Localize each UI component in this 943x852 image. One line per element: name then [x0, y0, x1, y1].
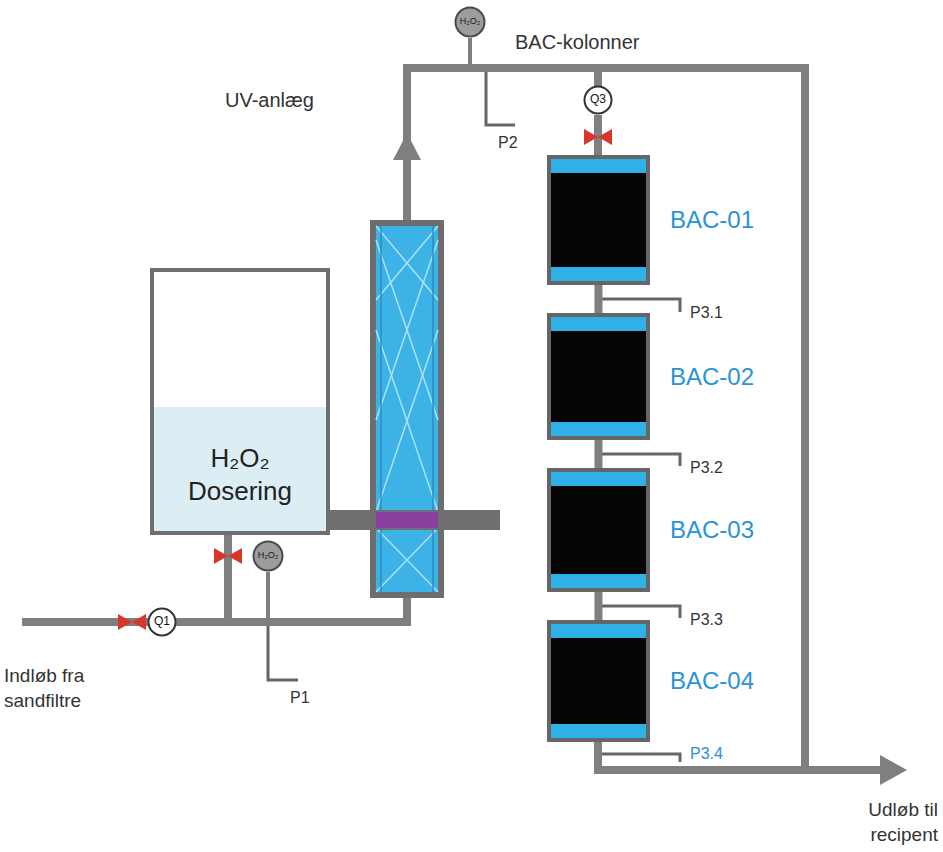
flow-arrow: [393, 133, 421, 160]
inlet-label: Indløb fra sandfiltre: [4, 664, 119, 713]
water-layer: [551, 267, 646, 281]
unit-label: UV-anlæg: [225, 88, 314, 112]
water-layer: [551, 574, 646, 588]
h2o2-gauge: H₂O₂: [252, 540, 284, 572]
sample-point: P3.4: [690, 744, 723, 763]
pipe-connector: [595, 440, 603, 468]
sample-point: P1: [290, 688, 310, 707]
column-housing: [547, 468, 650, 592]
sample-point: P3.2: [690, 458, 723, 477]
sample-tap: [602, 754, 680, 762]
column-shape: [547, 468, 650, 592]
main-pipe: [22, 68, 805, 770]
uv-rays: [376, 528, 438, 592]
column-shape: [547, 620, 650, 742]
valve-symbol: [214, 548, 242, 564]
valve-symbol: [584, 129, 612, 145]
flow-meter: Q3: [583, 85, 613, 115]
uv-reactor: [313, 220, 500, 598]
uv-lamp-band: [376, 512, 438, 528]
node-text: Q1: [154, 615, 170, 628]
dosing-tank: H₂O₂ Dosering: [150, 268, 330, 535]
uv-chamber: [376, 226, 438, 592]
circle-shape: [456, 8, 485, 37]
circle-shape: [585, 87, 612, 114]
column-label: BAC-01: [670, 206, 754, 234]
carbon-bed: [551, 317, 646, 436]
column-shape: [547, 155, 650, 285]
carbon-bed: [551, 624, 646, 738]
node-text: Q3: [590, 93, 606, 106]
h2o2-gauge: H₂O₂: [454, 6, 486, 38]
section-title: BAC-kolonner: [515, 30, 640, 54]
sample-tap: [602, 606, 680, 618]
node-text: H₂O₂: [258, 551, 279, 561]
uv-housing: [370, 220, 444, 598]
carbon-bed: [551, 472, 646, 588]
uv-flange: [313, 510, 500, 530]
column-shape: [547, 313, 650, 440]
column-housing: [547, 155, 650, 285]
column-label: BAC-02: [670, 363, 754, 391]
uv-lamp-edge: [381, 226, 433, 592]
water-layer: [551, 472, 646, 486]
tank-label: H₂O₂ Dosering: [188, 442, 292, 507]
carbon-bed: [551, 159, 646, 281]
uv-rays: [376, 226, 438, 300]
bac-column: BAC-01: [547, 155, 650, 285]
gauge-stem: [266, 572, 270, 620]
bac-column: BAC-04: [547, 620, 650, 742]
gauge-stem: [468, 38, 472, 64]
circle-shape: [149, 609, 176, 636]
column-label: BAC-04: [670, 667, 754, 695]
sample-tap: [602, 299, 680, 312]
sample-point: P2: [498, 133, 518, 152]
circle-shape: [254, 542, 283, 571]
water-layer: [551, 317, 646, 331]
dosing-pipe: [224, 535, 232, 622]
uv-rays: [376, 330, 438, 512]
sample-tap: [486, 72, 515, 125]
column-feed-pipe: [594, 68, 602, 88]
node-text: H₂O₂: [460, 17, 481, 27]
bac-column: BAC-02: [547, 313, 650, 440]
water-layer: [551, 724, 646, 738]
water-layer: [551, 422, 646, 436]
column-label: BAC-03: [670, 516, 754, 544]
sample-point: P3.3: [690, 610, 723, 629]
sample-point: P3.1: [690, 303, 723, 322]
outlet-label: Udløb til recipent: [813, 798, 938, 847]
pipe-connector: [595, 285, 603, 313]
sample-tap: [602, 454, 680, 466]
water-layer: [551, 159, 646, 173]
column-housing: [547, 313, 650, 440]
bac-column: BAC-03: [547, 468, 650, 592]
uv-rays: [376, 240, 438, 420]
valve-symbol: [118, 614, 146, 630]
sample-tap: [268, 626, 298, 680]
pipe-connector: [595, 592, 603, 620]
pipe-connector: [594, 115, 602, 155]
water-layer: [551, 624, 646, 638]
column-housing: [547, 620, 650, 742]
flow-arrow: [880, 755, 907, 785]
flow-meter: Q1: [147, 607, 177, 637]
outlet-pipe: [598, 742, 880, 770]
